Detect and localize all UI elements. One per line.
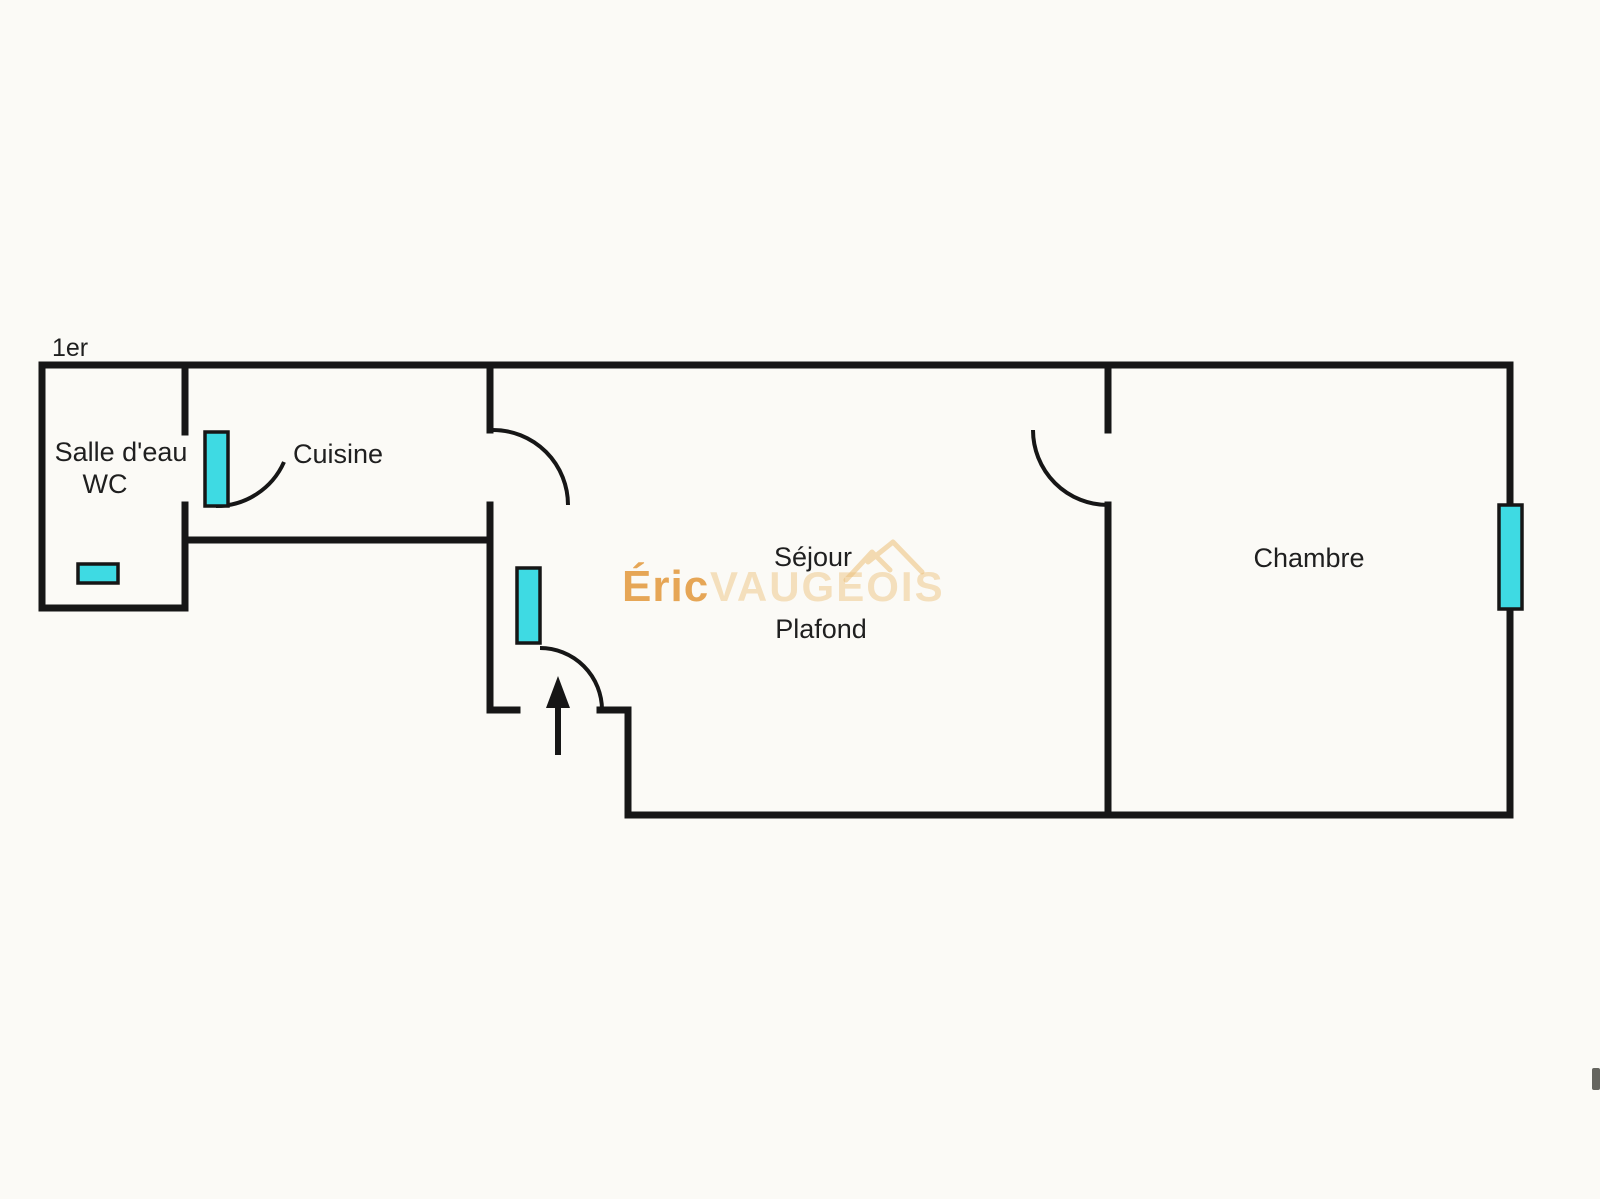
- chambre-door-arc: [1031, 429, 1109, 507]
- salle-eau-window: [76, 562, 120, 585]
- watermark-text-primary: Éric: [622, 561, 709, 611]
- watermark-text-secondary: VAUGEOIS: [710, 563, 945, 610]
- fixtures: [76, 430, 1524, 645]
- sejour-label-plafond: Plafond: [775, 614, 867, 644]
- watermark-roof-icon: [843, 539, 925, 583]
- entrance-arrow-icon: [546, 676, 570, 755]
- floor-label: 1er: [52, 334, 88, 362]
- cuisine-label: Cuisine: [293, 439, 383, 469]
- sejour-label: Séjour: [774, 542, 852, 572]
- door-arcs: [215, 428, 1109, 711]
- watermark: Éric VAUGEOIS: [622, 539, 945, 611]
- chambre-window: [1497, 503, 1524, 611]
- entry-door-leaf: [515, 566, 542, 645]
- salle-eau-label: Salle d'eau: [55, 437, 188, 467]
- cuisine-door-arc: [492, 428, 570, 506]
- entrance-arrow-head: [546, 676, 570, 708]
- salle-eau-label-wc: WC: [83, 469, 128, 499]
- salle-eau-door-leaf: [203, 430, 230, 508]
- entry-door-arc: [539, 646, 604, 711]
- room-labels: 1er Salle d'eau WC Cuisine Séjour Plafon…: [52, 334, 1365, 644]
- edge-artifact: [1592, 1068, 1600, 1090]
- chambre-label: Chambre: [1253, 543, 1364, 573]
